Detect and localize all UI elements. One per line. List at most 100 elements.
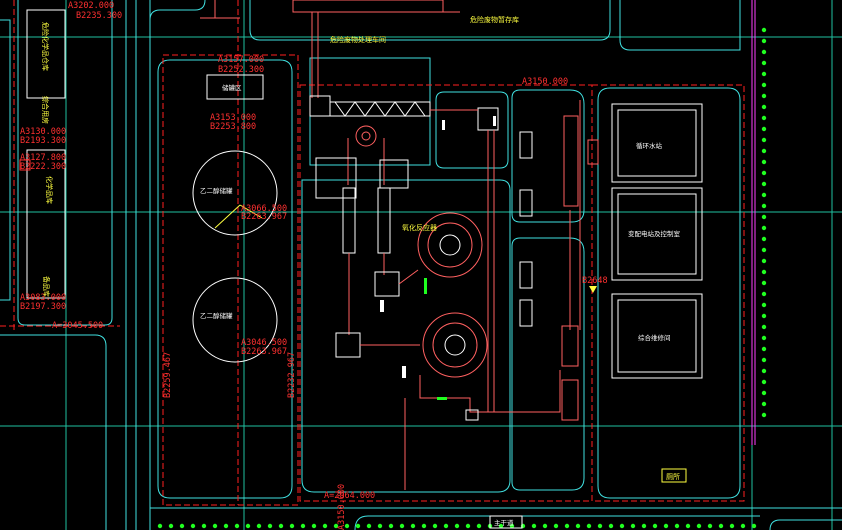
tree-dot bbox=[761, 247, 767, 253]
tree-dot bbox=[761, 192, 767, 198]
tree-dot bbox=[761, 324, 767, 330]
left-buildings bbox=[19, 9, 66, 299]
tree-dot bbox=[564, 523, 570, 529]
tree-dot bbox=[355, 523, 361, 529]
tree-dot bbox=[399, 523, 405, 529]
tree-dot bbox=[761, 214, 767, 220]
svg-text:循环水站: 循环水站 bbox=[636, 141, 663, 150]
tree-dot bbox=[388, 523, 394, 529]
tree-dot bbox=[761, 390, 767, 396]
tree-dot bbox=[761, 379, 767, 385]
svg-text:综合维修间: 综合维修间 bbox=[638, 333, 671, 342]
magenta-lines bbox=[751, 0, 756, 445]
tree-dot bbox=[761, 280, 767, 286]
tree-dot bbox=[542, 523, 548, 529]
tank-area bbox=[192, 74, 278, 363]
tree-dot bbox=[256, 523, 262, 529]
tree-dot bbox=[761, 82, 767, 88]
tree-markers bbox=[157, 27, 767, 529]
svg-text:A3153.000: A3153.000 bbox=[210, 113, 256, 123]
svg-text:储罐区: 储罐区 bbox=[222, 83, 242, 92]
svg-text:B2235.300: B2235.300 bbox=[76, 11, 122, 21]
tree-dot bbox=[761, 159, 767, 165]
tree-dot bbox=[729, 523, 735, 529]
tree-dot bbox=[761, 203, 767, 209]
tree-dot bbox=[751, 523, 757, 529]
reactor-upper bbox=[417, 212, 483, 278]
tree-dot bbox=[761, 126, 767, 132]
svg-text:备品库: 备品库 bbox=[42, 276, 51, 297]
tree-dot bbox=[289, 523, 295, 529]
coordinate-labels: A3202.000 B2235.300 A3157.000 B2252.300 … bbox=[20, 1, 608, 530]
svg-text:A=3045.500: A=3045.500 bbox=[52, 321, 103, 331]
tree-dot bbox=[761, 60, 767, 66]
tree-dot bbox=[212, 523, 218, 529]
svg-text:A3202.000: A3202.000 bbox=[68, 1, 114, 11]
right-buildings bbox=[489, 103, 703, 529]
tree-dot bbox=[179, 523, 185, 529]
tree-dot bbox=[652, 523, 658, 529]
tree-dot bbox=[761, 93, 767, 99]
svg-text:B2263.967: B2263.967 bbox=[241, 212, 287, 222]
tree-dot bbox=[300, 523, 306, 529]
site-boundaries bbox=[0, 0, 745, 506]
svg-text:氧化反应器: 氧化反应器 bbox=[402, 223, 437, 232]
svg-text:综合用房: 综合用房 bbox=[41, 96, 50, 124]
svg-text:B2197.300: B2197.300 bbox=[20, 302, 66, 312]
tree-dot bbox=[421, 523, 427, 529]
tree-dot bbox=[761, 38, 767, 44]
tree-dot bbox=[377, 523, 383, 529]
tree-dot bbox=[553, 523, 559, 529]
svg-text:厕所: 厕所 bbox=[666, 472, 680, 481]
tree-dot bbox=[674, 523, 680, 529]
tree-dot bbox=[366, 523, 372, 529]
main-road-box bbox=[489, 515, 523, 529]
tree-dot bbox=[267, 523, 273, 529]
svg-text:乙二醇储罐: 乙二醇储罐 bbox=[200, 311, 233, 320]
tree-dot bbox=[157, 523, 163, 529]
tree-dot bbox=[761, 115, 767, 121]
right-equipment bbox=[519, 115, 599, 421]
tree-dot bbox=[168, 523, 174, 529]
tank-lower bbox=[192, 277, 278, 363]
svg-text:B2222.300: B2222.300 bbox=[20, 162, 66, 172]
tree-dot bbox=[641, 523, 647, 529]
area-labels: 危险化学品仓库 综合用房 化学品库 备品库 乙二醇储罐 乙二醇储罐 危险废物暂存… bbox=[41, 15, 681, 527]
svg-text:B2259.467: B2259.467 bbox=[163, 352, 173, 398]
svg-text:B2253.800: B2253.800 bbox=[210, 122, 256, 132]
tree-dot bbox=[761, 236, 767, 242]
tree-dot bbox=[608, 523, 614, 529]
tree-dot bbox=[344, 523, 350, 529]
svg-text:A3150.000: A3150.000 bbox=[337, 484, 347, 530]
tree-dot bbox=[761, 302, 767, 308]
tree-dot bbox=[761, 357, 767, 363]
tree-dot bbox=[761, 181, 767, 187]
svg-text:化学品库: 化学品库 bbox=[45, 176, 54, 204]
tree-dot bbox=[190, 523, 196, 529]
tree-dot bbox=[465, 523, 471, 529]
tree-dot bbox=[454, 523, 460, 529]
svg-text:B2193.300: B2193.300 bbox=[20, 136, 66, 146]
reactor-lower bbox=[422, 312, 488, 378]
svg-text:A3130.000: A3130.000 bbox=[20, 127, 66, 137]
svg-text:变配电站及控制室: 变配电站及控制室 bbox=[628, 229, 681, 238]
svg-text:危险废物暂存库: 危险废物暂存库 bbox=[470, 15, 519, 24]
svg-text:A3127.800: A3127.800 bbox=[20, 153, 66, 163]
tree-dot bbox=[498, 523, 504, 529]
tree-dot bbox=[761, 269, 767, 275]
tree-dot bbox=[509, 523, 515, 529]
tree-dot bbox=[761, 412, 767, 418]
tree-dot bbox=[761, 368, 767, 374]
tree-dot bbox=[761, 335, 767, 341]
svg-text:A3083.000: A3083.000 bbox=[20, 293, 66, 303]
tree-dot bbox=[322, 523, 328, 529]
toilet-box bbox=[661, 468, 687, 483]
tree-dot bbox=[761, 137, 767, 143]
tree-dot bbox=[761, 49, 767, 55]
tree-dot bbox=[718, 523, 724, 529]
tree-dot bbox=[761, 104, 767, 110]
tree-dot bbox=[707, 523, 713, 529]
svg-text:B2263.967: B2263.967 bbox=[241, 347, 287, 357]
